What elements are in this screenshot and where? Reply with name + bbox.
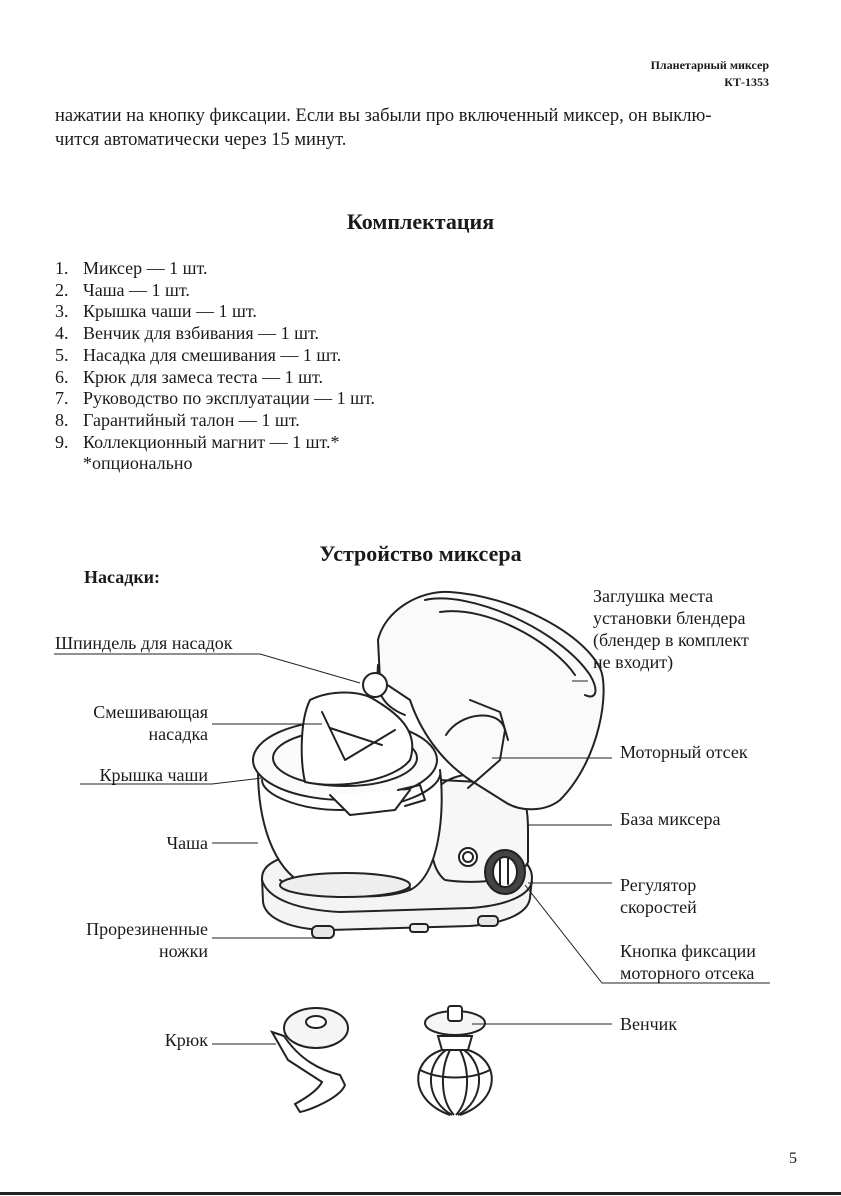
label-bowl-lid: Крышка чаши	[99, 765, 208, 785]
page-number: 5	[789, 1150, 797, 1167]
intro-line-1: нажатии на кнопку фиксации. Если вы забы…	[55, 106, 712, 126]
label-blender-plug: Заглушка места установки блендера (бленд…	[593, 586, 749, 672]
list-item: 1.Миксер — 1 шт.	[55, 258, 208, 278]
list-item: 5.Насадка для смешивания — 1 шт.	[55, 344, 342, 365]
label-spindle: Шпиндель для насадок	[55, 633, 233, 653]
device-title: Устройство миксера	[319, 541, 522, 566]
bottom-rule	[0, 1192, 841, 1195]
label-rubber-feet: Прорезиненные ножки	[86, 919, 208, 961]
list-footnote: *опционально	[83, 453, 193, 474]
list-item: 6.Крюк для замеса теста — 1 шт.	[55, 366, 323, 387]
label-lock-button: Кнопка фиксации моторного отсека	[620, 941, 756, 983]
label-bowl: Чаша	[166, 833, 208, 853]
attachments-label: Насадки:	[84, 567, 161, 587]
list-item: 7.Руководство по эксплуатации — 1 шт.	[55, 388, 375, 409]
label-speed-regulator: Регулятор скоростей	[620, 875, 697, 917]
list-item: 4.Венчик для взбивания — 1 шт.	[55, 323, 320, 344]
contents-list: 1.Миксер — 1 шт. 2.Чаша — 1 шт. 3.Крышка…	[55, 258, 375, 475]
header-model: КТ-1353	[724, 75, 769, 89]
label-whisk: Венчик	[620, 1014, 678, 1034]
label-mixing-attachment: Смешивающая насадка	[93, 702, 208, 744]
contents-title: Комплектация	[346, 209, 495, 234]
header-product: Планетарный миксер	[650, 58, 769, 72]
intro-paragraph: нажатии на кнопку фиксации. Если вы забы…	[55, 104, 775, 152]
leader-lines	[54, 653, 770, 1045]
whisk-attachment	[417, 1005, 493, 1116]
motor-head	[376, 590, 605, 811]
list-item: 2.Чаша — 1 шт.	[55, 279, 190, 300]
label-base: База миксера	[620, 809, 721, 829]
hook-attachment	[269, 1007, 349, 1114]
running-header: Планетарный миксер КТ-1353	[651, 57, 769, 91]
intro-line-2: чится автоматически через 15 минут.	[55, 130, 347, 150]
label-motor: Моторный отсек	[620, 742, 748, 762]
list-item: 9.Коллекционный магнит — 1 шт.*	[55, 431, 340, 452]
label-hook: Крюк	[164, 1030, 208, 1050]
list-item: 3.Крышка чаши — 1 шт.	[55, 301, 257, 322]
mixing-attachment	[300, 672, 414, 786]
list-item: 8.Гарантийный талон — 1 шт.	[55, 409, 300, 430]
